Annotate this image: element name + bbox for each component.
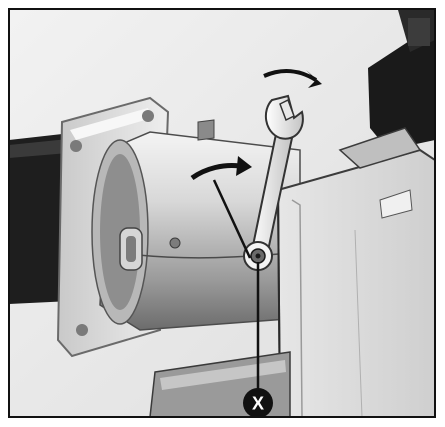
- callout-x-badge: [243, 388, 273, 418]
- rotation-arrow-top-head: [306, 70, 322, 88]
- housing-inner-edge: [291, 199, 303, 418]
- open-end-wrench: [243, 94, 304, 271]
- rotation-arrow-middle-head: [236, 156, 252, 176]
- housing-top: [338, 127, 422, 169]
- pipe-nut: [408, 18, 430, 46]
- callout-x-label: X: [252, 394, 264, 414]
- rotation-arrow-top: [263, 69, 318, 82]
- housing-panel-line: [354, 229, 363, 418]
- lower-housing-highlight: [160, 360, 286, 390]
- flange-bolt-hole-2: [142, 110, 154, 122]
- flange-bolt-hole-3: [76, 324, 88, 336]
- callout-x: X: [243, 388, 273, 418]
- tube-front-opening: [100, 154, 140, 310]
- flange-top-edge: [70, 108, 152, 140]
- wrench-jaw-opening: [279, 98, 295, 122]
- tube-top-fitting: [197, 119, 215, 141]
- connecting-pipe: [368, 30, 435, 150]
- rotation-arrow-middle: [190, 163, 241, 181]
- housing-latch: [379, 189, 413, 219]
- image-frame: [8, 8, 436, 418]
- fixing-screw-center: [255, 253, 261, 259]
- rotation-pointer-line: [212, 179, 252, 259]
- flange-bolt-hole-1: [70, 140, 82, 152]
- tube-clip-slot: [126, 236, 136, 262]
- tube-rivet: [169, 237, 181, 249]
